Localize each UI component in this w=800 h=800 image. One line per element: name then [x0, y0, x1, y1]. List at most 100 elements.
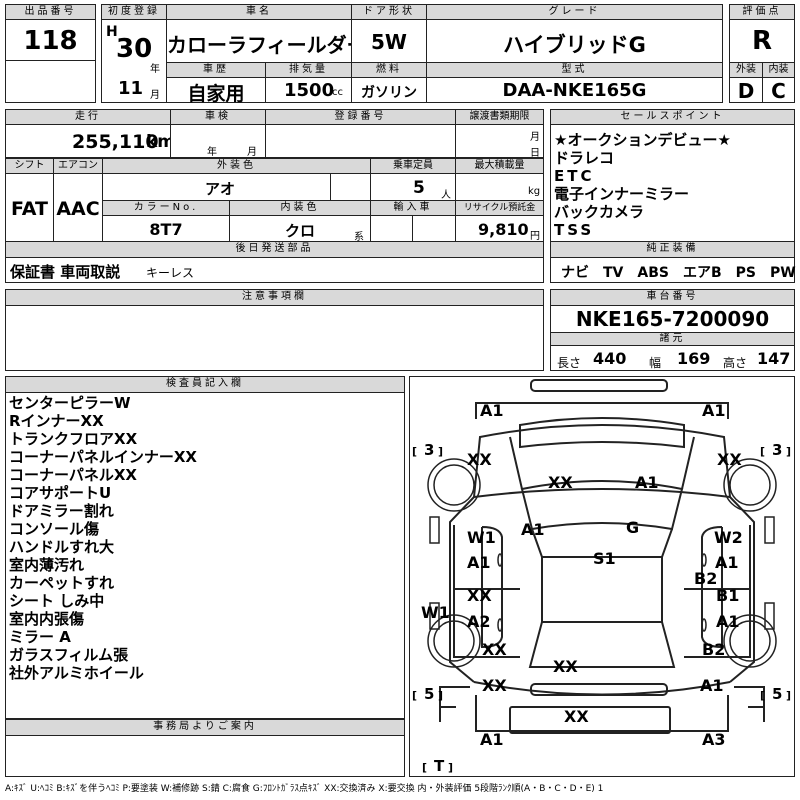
history-cell: 自家用 — [166, 77, 266, 105]
transfer-month-unit: 月 — [530, 132, 540, 143]
inspector-note: カーペットすれ — [9, 574, 115, 592]
exterior-grade: D — [737, 79, 755, 103]
wheels — [427, 458, 777, 668]
inspector-notes: センターピラーW RインナーXX トランクフロアXX コーナーパネルインナーXX… — [5, 392, 405, 719]
dims-label: 諸元 — [550, 332, 795, 346]
damage-mark: A1 — [635, 473, 659, 492]
name-cell: カローラフィールダー — [166, 19, 367, 63]
lot-no-label: 出品番号 — [5, 4, 96, 20]
color: アオ — [205, 180, 236, 198]
inspector-note: ミラー A — [9, 628, 71, 646]
score: R — [751, 26, 773, 56]
insp-year-unit: 年 — [207, 147, 217, 158]
int-color-unit: 系 — [354, 232, 364, 243]
shift-label: シフト — [5, 158, 54, 174]
damage-mark: XX — [467, 450, 492, 469]
inspector-note: コンソール傷 — [9, 520, 100, 538]
transfer-day-unit: 日 — [530, 148, 540, 159]
inspector-note: ドアミラー割れ — [9, 502, 114, 520]
load-cell: kg — [455, 173, 544, 201]
capacity-cell: 5 人 — [370, 173, 456, 201]
transfer-label: 譲渡書類期限 — [455, 109, 544, 125]
model: DAA-NKE165G — [502, 80, 647, 101]
width-label: 幅 — [649, 356, 662, 370]
int-color-cell: クロ 系 — [229, 215, 371, 243]
damage-mark: XX — [717, 450, 742, 469]
displacement-label: 排気量 — [265, 62, 352, 78]
history-label: 車歴 — [166, 62, 266, 78]
damage-mark: S1 — [593, 549, 616, 568]
color-blank — [330, 173, 371, 201]
bracket-label: 3 — [772, 441, 782, 459]
damage-mark: W2 — [714, 528, 743, 547]
car-diagram-svg: A1 A1 XX XX XX A1 A1 G W1 W2 A1 A1 S1 B2… — [412, 379, 791, 775]
inspector-note: RインナーXX — [9, 412, 104, 430]
svg-text:[: [ — [412, 689, 417, 702]
sales-point: TSS — [554, 221, 595, 239]
inspector-note: コアサポートU — [9, 484, 112, 502]
score-cell: R — [729, 19, 795, 63]
inspector-note: 室内薄汚れ — [9, 556, 85, 574]
sales-point: ドラレコ — [554, 149, 615, 167]
int-color-label: 内装色 — [229, 200, 371, 216]
height-label: 高さ — [723, 356, 748, 370]
door-cell: 5W — [351, 19, 427, 63]
damage-mark: XX — [548, 473, 573, 492]
era: H — [106, 24, 118, 40]
history: 自家用 — [187, 83, 245, 105]
exterior-label: 外装 — [729, 62, 763, 78]
inspection-cell: 年 月 — [170, 124, 266, 158]
mileage-label: 走行 — [5, 109, 171, 125]
lot-no-cell: 118 — [5, 19, 96, 61]
inspector-label: 検査員記入欄 — [5, 376, 405, 393]
sales-label: セールスポイント — [550, 109, 795, 125]
recycle: 9,810 — [478, 220, 529, 239]
inspector-note: センターピラーW — [9, 394, 131, 412]
shift-cell: FAT — [5, 173, 54, 242]
parts-items: 保証書 車両取説 — [10, 263, 121, 281]
parts-label: 後日発送部品 — [5, 241, 544, 258]
ac-cell: AAC — [53, 173, 103, 242]
interior-label: 内装 — [762, 62, 795, 78]
car-outline — [439, 379, 765, 734]
displacement-cell: 1500 cc — [265, 77, 352, 103]
color-no-cell: 8T7 — [102, 215, 230, 242]
damage-mark: W1 — [467, 528, 496, 547]
inspector-note: シート しみ中 — [9, 592, 105, 610]
inspector-note: トランクフロアXX — [9, 430, 138, 448]
office-cell — [5, 735, 405, 777]
lot-no-blank — [5, 60, 96, 103]
length-label: 長さ — [557, 356, 582, 370]
svg-text:]: ] — [438, 689, 443, 702]
recycle-label: リサイクル預託金 — [455, 200, 544, 216]
inspector-note: コーナーパネルインナーXX — [9, 448, 197, 466]
sales-point: ★オークションデビュー★ — [554, 131, 731, 149]
import-cell-a — [370, 215, 413, 242]
bracket-labels: [3] [3] [5] [5] [T] — [412, 441, 791, 775]
parts-extra: キーレス — [146, 266, 195, 280]
chassis-cell: NKE165-7200090 — [550, 305, 795, 333]
door: 5W — [371, 30, 407, 54]
exterior-cell: D — [729, 77, 763, 103]
grade-label: グレード — [426, 4, 723, 20]
grade-cell: ハイブリッドG — [426, 19, 723, 63]
load-label: 最大積載量 — [455, 158, 544, 174]
legend: A:ｷｽﾞ U:ﾍｺﾐ B:ｷｽﾞを伴うﾍｺﾐ P:要塗装 W:補修跡 S:錆 … — [5, 784, 604, 794]
mileage: 255,110 — [72, 131, 159, 153]
inspector-note: 社外アルミホイール — [9, 664, 144, 682]
reg-no-label: 登録番号 — [265, 109, 456, 125]
interior-cell: C — [762, 77, 795, 103]
damage-mark: A1 — [700, 676, 724, 695]
damage-mark: B2 — [702, 640, 725, 659]
reg-no-cell — [265, 124, 456, 158]
inspector-note: ガラスフィルム張 — [9, 646, 129, 664]
chassis-label: 車台番号 — [550, 289, 795, 306]
damage-mark: XX — [482, 640, 507, 659]
score-label: 評価点 — [729, 4, 795, 20]
damage-mark: XX — [553, 657, 578, 676]
door-label: ドア形状 — [351, 4, 427, 20]
lot-no: 118 — [23, 26, 78, 56]
ac: AAC — [56, 198, 100, 220]
damage-marks: A1 A1 XX XX XX A1 A1 G W1 W2 A1 A1 S1 B2… — [421, 401, 743, 749]
inspector-note: コーナーパネルXX — [9, 466, 137, 484]
